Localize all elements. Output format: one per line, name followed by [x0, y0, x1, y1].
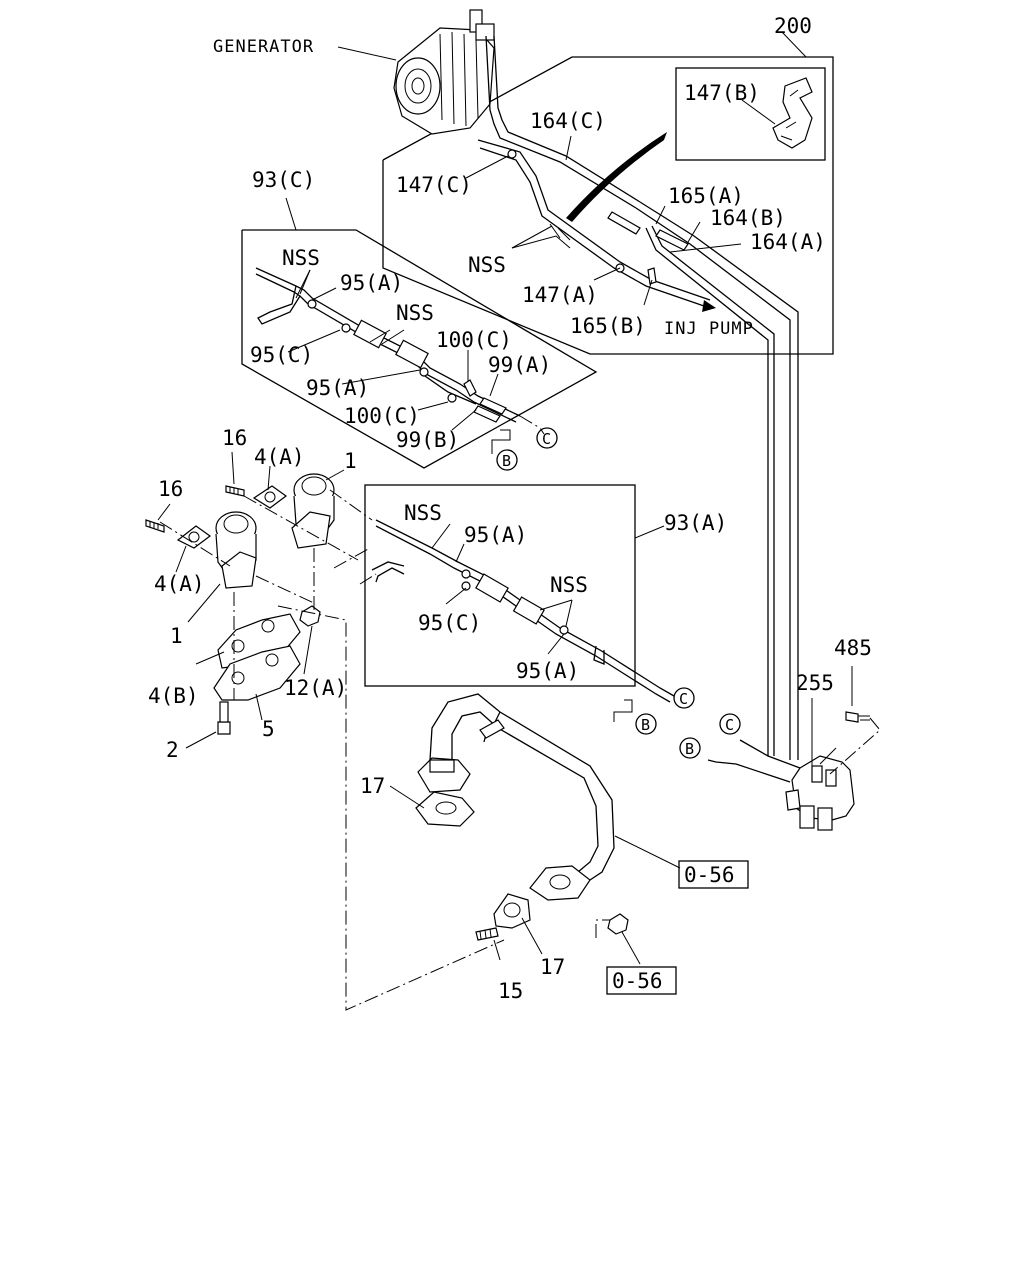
- label-16-1: 16: [222, 426, 247, 450]
- svg-text:C: C: [679, 690, 688, 708]
- egr-leaders: [157, 451, 373, 749]
- label-164b: 164(B): [710, 206, 786, 230]
- label-100c-2: 100(C): [344, 404, 420, 428]
- ref-box-0-56-b[interactable]: 0-56: [606, 966, 677, 995]
- label-1-2: 1: [170, 624, 183, 648]
- svg-text:B: B: [685, 740, 694, 758]
- label-147b: 147(B): [684, 81, 760, 105]
- group-93a: [333, 484, 675, 722]
- label-2: 2: [166, 738, 179, 762]
- label-12a: 12(A): [284, 676, 347, 700]
- ref-box-0-56-a[interactable]: 0-56: [678, 860, 749, 889]
- connector-b-2: B: [635, 713, 657, 735]
- label-164a: 164(A): [750, 230, 826, 254]
- label-nss-c2: NSS: [396, 301, 434, 325]
- connector-b-1: B: [496, 449, 518, 471]
- label-4a-1: 4(A): [254, 445, 305, 469]
- label-16-2: 16: [158, 477, 183, 501]
- group-200: [382, 31, 834, 355]
- connector-c-2: C: [673, 687, 695, 709]
- connector-c-3: C: [719, 713, 741, 735]
- label-99b: 99(B): [396, 428, 459, 452]
- callout-labels: GENERATOR 200 147(B) 164(C) 147(C) 165(A…: [148, 14, 872, 1003]
- label-93c: 93(C): [252, 168, 315, 192]
- label-165a: 165(A): [668, 184, 744, 208]
- svg-text:B: B: [502, 452, 511, 470]
- label-147a: 147(A): [522, 283, 598, 307]
- label-165b: 165(B): [570, 314, 646, 338]
- label-nss-a1: NSS: [404, 501, 442, 525]
- label-147c: 147(C): [396, 173, 472, 197]
- label-generator: GENERATOR: [213, 37, 314, 57]
- label-17-2: 17: [540, 955, 565, 979]
- vacuum-hose-icon: [477, 35, 799, 760]
- vacuum-switching-valve-icon: [785, 666, 881, 831]
- label-95c-c: 95(C): [250, 343, 313, 367]
- generator-icon: [337, 9, 495, 135]
- label-100c-1: 100(C): [436, 328, 512, 352]
- label-5: 5: [262, 717, 275, 741]
- svg-text:C: C: [542, 430, 551, 448]
- label-17-1: 17: [360, 774, 385, 798]
- ref-0-56-b-label: 0-56: [612, 969, 663, 993]
- egr-valve-icon: [145, 473, 335, 735]
- leader-arc: [566, 132, 667, 222]
- group-93c: [241, 197, 598, 469]
- label-95a-c1: 95(A): [340, 271, 403, 295]
- label-nss-top: NSS: [468, 253, 506, 277]
- label-164c: 164(C): [530, 109, 606, 133]
- label-93a: 93(A): [664, 511, 727, 535]
- label-255: 255: [796, 671, 834, 695]
- connector-c-1: C: [536, 427, 558, 449]
- label-4a-2: 4(A): [154, 572, 205, 596]
- label-95a-a2: 95(A): [516, 659, 579, 683]
- label-99a: 99(A): [488, 353, 551, 377]
- label-4b: 4(B): [148, 684, 199, 708]
- exhaust-pipe-icon: [415, 693, 629, 941]
- label-1-1: 1: [344, 449, 357, 473]
- hose-clip-icon: [741, 77, 813, 149]
- label-485: 485: [834, 636, 872, 660]
- svg-text:B: B: [641, 716, 650, 734]
- svg-text:C: C: [725, 716, 734, 734]
- ref-0-56-a-label: 0-56: [684, 863, 735, 887]
- connector-b-3: B: [679, 737, 701, 759]
- label-200: 200: [774, 14, 812, 38]
- label-95a-c2: 95(A): [306, 376, 369, 400]
- label-nss-a2: NSS: [550, 573, 588, 597]
- label-95c-a: 95(C): [418, 611, 481, 635]
- label-95a-a1: 95(A): [464, 523, 527, 547]
- label-inj-pump: INJ PUMP: [664, 319, 754, 339]
- label-nss-c1: NSS: [282, 246, 320, 270]
- label-15: 15: [498, 979, 523, 1003]
